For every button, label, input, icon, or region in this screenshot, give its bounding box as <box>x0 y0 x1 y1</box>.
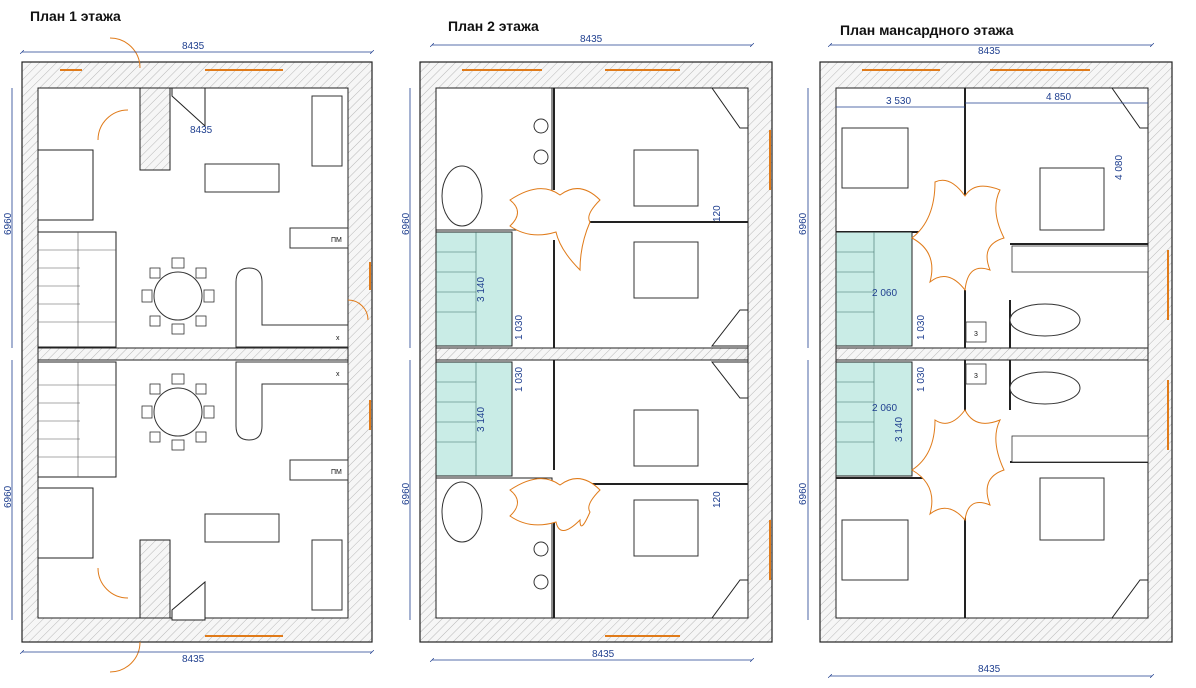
floor2-fireplace <box>710 361 749 399</box>
floor2-title: План 2 этажа <box>448 18 539 34</box>
floor2-bathtub-bottom <box>441 481 483 543</box>
floor1-sofa2-bottom <box>204 513 280 543</box>
floor1-wardrobe-wall <box>139 87 171 171</box>
floor2-middle-wall <box>435 347 749 361</box>
attic-fireplace <box>1111 579 1149 619</box>
floor2-fireplace <box>711 579 749 619</box>
attic-dim-height-bottom: 6960 <box>798 482 809 505</box>
floor1-stair-bottom <box>37 361 117 478</box>
floor2-sink-bottom <box>533 541 549 557</box>
attic-dim-width-bottom: 8435 <box>978 664 1001 675</box>
floor1-dining-table-bottom <box>153 387 203 437</box>
floor2-dim-1030-bottom: 1 030 <box>514 367 525 392</box>
floor2-dim-height-top: 6960 <box>401 212 412 235</box>
floor1-wc-top <box>37 149 94 221</box>
floor2-dim-width-top: 8435 <box>580 34 603 45</box>
attic-dim-2060-top: 2 060 <box>872 288 897 299</box>
floor1-side-door <box>347 299 369 321</box>
attic-dim-3530: 3 530 <box>886 96 911 107</box>
attic-title: План мансардного этажа <box>840 22 1014 38</box>
floor2-dim-1030-top: 1 030 <box>514 315 525 340</box>
floor1-kitchen-top <box>289 227 349 249</box>
attic-vanity-top <box>1011 245 1149 273</box>
attic-vanity-bottom <box>1011 435 1149 463</box>
floor1-x-label-bottom: х <box>336 371 340 378</box>
floor2-sink-bottom <box>533 574 549 590</box>
attic-fireplace <box>1111 87 1149 129</box>
floor1-dim-width-bottom: 8435 <box>182 654 205 665</box>
floor2-fireplace <box>711 87 749 129</box>
floor2-doors-bottom <box>509 478 601 531</box>
floor1-fireplace-bottom <box>171 580 206 621</box>
attic-dim-1030-bottom: 1 030 <box>916 367 927 392</box>
floor1-pm-label: ПМ <box>331 237 342 244</box>
attic-box-top <box>965 321 987 343</box>
floor1-kitchen-counter-top <box>235 267 349 348</box>
attic-dim-3140: 3 140 <box>894 417 905 442</box>
attic-bed <box>841 519 909 581</box>
floor2-stair-top <box>435 231 513 347</box>
floor2-dim-height-bottom: 6960 <box>401 482 412 505</box>
attic-box-bottom <box>965 363 987 385</box>
attic-dim-1030-top: 1 030 <box>916 315 927 340</box>
floor2-sink-top <box>533 118 549 134</box>
floor2-bed <box>633 409 699 467</box>
floor2-sink-top <box>533 149 549 165</box>
attic-label-3-bottom: 3 <box>974 373 978 380</box>
attic-dim-2060-bottom: 2 060 <box>872 403 897 414</box>
attic-bed <box>841 127 909 189</box>
floor2-plan: 3 140 1 030 1 030 3 140 120 120 8435 843… <box>401 34 773 660</box>
attic-plan: 2 060 2 060 1 030 1 030 3 140 3 3 3 530 … <box>798 45 1173 676</box>
attic-doors-bottom <box>911 409 1005 522</box>
attic-dim-4080: 4 080 <box>1114 155 1125 180</box>
floor1-entry-door <box>109 37 141 69</box>
floor2-dim-width-bottom: 8435 <box>592 649 615 660</box>
floor2-dim-120-top: 120 <box>712 205 723 222</box>
floor1-sofa-bottom <box>311 539 343 611</box>
floor1-pm-label-bottom: ПМ <box>331 469 342 476</box>
floor2-bed <box>633 149 699 207</box>
attic-bed <box>1039 477 1105 541</box>
attic-middle-wall <box>835 347 1149 361</box>
floor1-kitchen-counter-bottom <box>235 361 349 441</box>
floor1-dim-height-bottom: 6960 <box>3 485 14 508</box>
floor1-dim-inner: 8435 <box>190 125 213 136</box>
floor2-dim-120-bottom: 120 <box>712 491 723 508</box>
floor1-x-label: х <box>336 335 340 342</box>
floor1-plan: ПМ х ПМ х 8435 <box>3 37 372 673</box>
floor1-dim-width-top: 8435 <box>182 41 205 52</box>
floor1-sofa2-top <box>204 163 280 193</box>
floor2-bathtub-top <box>441 165 483 227</box>
attic-bathtub-bottom <box>1009 371 1081 405</box>
floor1-dining-table-top <box>153 271 203 321</box>
floor1-entry-door-bottom <box>109 641 141 673</box>
attic-dim-4850: 4 850 <box>1046 92 1071 103</box>
floor2-stair-bottom <box>435 361 513 477</box>
floor1-wc-bottom <box>37 487 94 559</box>
floor1-wardrobe-wall-bottom <box>139 539 171 619</box>
floor2-bed <box>633 241 699 299</box>
floor1-middle-wall <box>37 347 349 361</box>
floor1-stair-top <box>37 231 117 348</box>
attic-dim-height-top: 6960 <box>798 212 809 235</box>
attic-dim-width-top: 8435 <box>978 46 1001 57</box>
floor2-dim-3140-bottom: 3 140 <box>476 407 487 432</box>
floor1-fireplace-top <box>171 87 206 128</box>
floor1-door-bottom <box>97 567 129 599</box>
floor2-fireplace <box>710 309 749 347</box>
floor1-title: План 1 этажа <box>30 8 121 24</box>
floor1-door <box>97 109 129 141</box>
attic-bed <box>1039 167 1105 231</box>
floor2-doors-top <box>509 188 601 272</box>
attic-bathtub-top <box>1009 303 1081 337</box>
floor1-kitchen-bottom <box>289 459 349 481</box>
floor1-sofa-top <box>311 95 343 167</box>
attic-label-3-top: 3 <box>974 331 978 338</box>
floor2-bed <box>633 499 699 557</box>
floor2-dim-3140-top: 3 140 <box>476 277 487 302</box>
attic-doors-top <box>911 179 1005 292</box>
floor1-dim-height-top: 6960 <box>3 212 14 235</box>
